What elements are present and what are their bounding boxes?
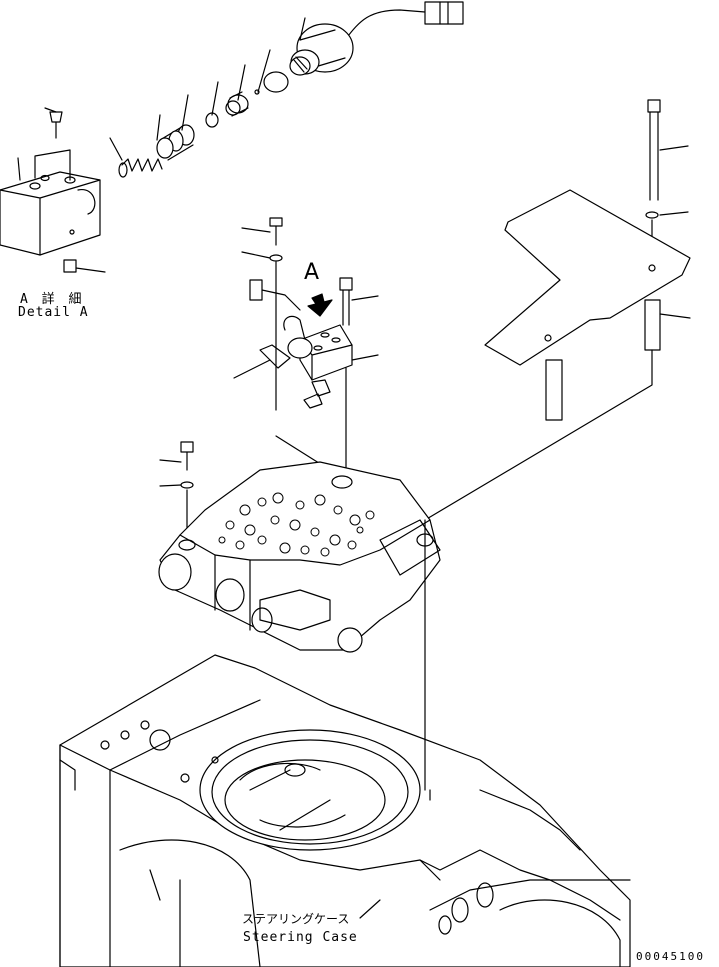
drawing-number: 00045100: [636, 950, 705, 963]
detail-a-label-en: Detail A: [18, 305, 89, 320]
steering-case: [59, 519, 631, 967]
view-arrow: [307, 293, 333, 317]
detail-a-plug: [63, 259, 77, 273]
steering-case-leader: [359, 899, 381, 919]
valve-port-holes: [218, 492, 375, 557]
right-plate-assembly: [424, 99, 691, 521]
long-bolt: [647, 99, 661, 201]
detail-a-block: [0, 107, 106, 273]
left-bolt: [180, 441, 194, 471]
o-ring: [263, 71, 289, 93]
main-valve-body: [158, 435, 441, 653]
cover-plate: [484, 189, 691, 366]
detail-a-bolt: [49, 111, 63, 139]
solenoid-assembly: [109, 1, 464, 178]
center-bolt-long: [339, 277, 353, 326]
spring: [121, 158, 163, 172]
detail-a-label-jp: A 詳 細: [20, 292, 85, 307]
steering-case-label-jp: ステアリングケース: [242, 912, 350, 926]
spacer-right: [644, 299, 661, 351]
wire-connector: [424, 1, 464, 25]
center-bolt: [269, 217, 283, 246]
solenoid-wire: [344, 9, 426, 41]
case-flange-ring: [199, 729, 421, 851]
sensor-wire: [249, 279, 301, 311]
spacer-left: [545, 359, 563, 421]
valve-a-area: [233, 217, 379, 476]
steering-case-label-en: Steering Case: [243, 930, 358, 945]
view-marker-a: A: [304, 260, 321, 285]
